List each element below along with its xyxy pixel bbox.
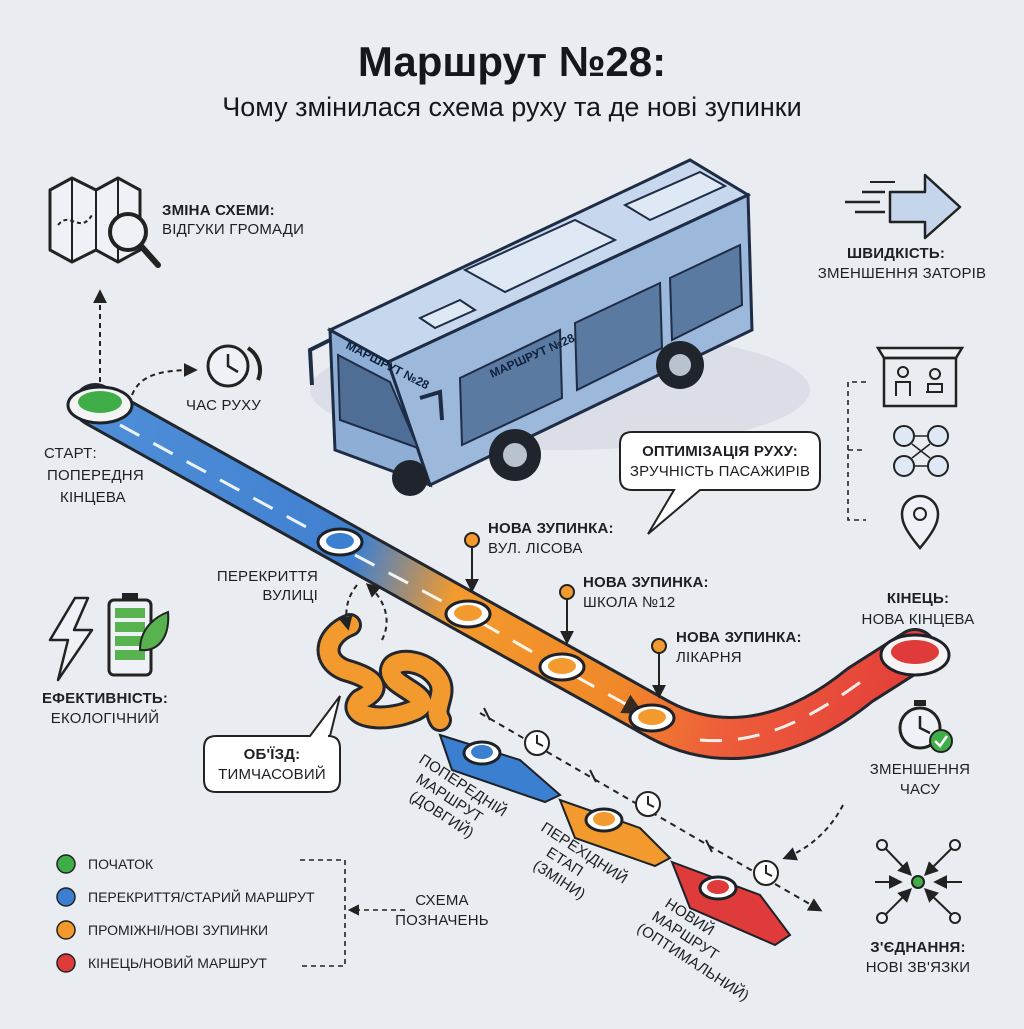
- connections-title: З'ЄДНАННЯ:: [870, 939, 965, 956]
- lightning-icon: [48, 596, 94, 682]
- connections-text: НОВІ ЗВ'ЯЗКИ: [866, 959, 971, 976]
- clock-icon: [524, 730, 550, 756]
- time-reduction-title: ЗМЕНШЕННЯ: [870, 761, 970, 778]
- stop-closure[interactable]: [316, 527, 364, 557]
- stop-lisova-text: ВУЛ. ЛІСОВА: [488, 540, 583, 557]
- detour-title: ОБ'ЇЗД:: [244, 746, 301, 763]
- svg-text:ПРОМІЖНІ/НОВІ ЗУПИНКИ: ПРОМІЖНІ/НОВІ ЗУПИНКИ: [88, 922, 268, 938]
- efficiency-text: ЕКОЛОГІЧНИЙ: [51, 709, 159, 727]
- pin-school: [559, 584, 575, 645]
- detour-callout: ОБ'ЇЗД: ТИМЧАСОВИЙ: [203, 695, 341, 793]
- stage-transition: [558, 798, 672, 868]
- stop-hospital-title: НОВА ЗУПИНКА:: [676, 629, 802, 646]
- stop-hospital-text: ЛІКАРНЯ: [676, 649, 742, 666]
- scheme-change-text: ВІДГУКИ ГРОМАДИ: [162, 221, 304, 238]
- bus-illustration: МАРШРУТ №28 МАРШРУТ №28: [307, 158, 810, 496]
- stop-start[interactable]: [66, 385, 134, 425]
- end-title: КІНЕЦЬ:: [887, 590, 949, 607]
- time-reduction-text: ЧАСУ: [900, 781, 941, 798]
- detour-text: ТИМЧАСОВИЙ: [218, 765, 326, 783]
- closure-text: ВУЛИЦІ: [262, 587, 318, 604]
- svg-text:КІНЕЦЬ/НОВИЙ МАРШРУТ: КІНЕЦЬ/НОВИЙ МАРШРУТ: [88, 954, 267, 971]
- optimization-callout: ОПТИМІЗАЦІЯ РУХУ: ЗРУЧНІСТЬ ПАСАЖИРІВ: [619, 431, 821, 535]
- pin-lisova: [464, 532, 480, 593]
- legend: ПОЧАТОК ПЕРЕКРИТТЯ/СТАРИЙ МАРШРУТ ПРОМІЖ…: [56, 854, 489, 973]
- location-pin-icon: [900, 494, 940, 550]
- legend-item-new-route: КІНЕЦЬ/НОВИЙ МАРШРУТ: [56, 953, 267, 973]
- stop-end[interactable]: [879, 633, 951, 677]
- svg-text:ПОЧАТОК: ПОЧАТОК: [88, 856, 154, 872]
- start-title: СТАРТ:: [44, 445, 97, 462]
- stop-lisova-title: НОВА ЗУПИНКА:: [488, 520, 614, 537]
- speed-title: ШВИДКІСТЬ:: [847, 245, 945, 262]
- stop-hospital[interactable]: [628, 703, 676, 733]
- page-subtitle: Чому змінилася схема руху та де нові зуп…: [222, 92, 801, 122]
- start-line-1: ПОПЕРЕДНЯ: [47, 467, 144, 484]
- legend-item-old-route: ПЕРЕКРИТТЯ/СТАРИЙ МАРШРУТ: [56, 887, 315, 907]
- map-search-icon: [48, 176, 161, 268]
- fast-arrow-icon: [845, 173, 962, 240]
- legend-item-start: ПОЧАТОК: [56, 854, 154, 874]
- travel-time-label: ЧАС РУХУ: [186, 397, 261, 414]
- clock-icon: [753, 860, 779, 886]
- eco-battery-icon: [107, 593, 170, 677]
- clock-icon: [635, 791, 661, 817]
- detour-path: [316, 583, 454, 732]
- stopwatch-check-icon: [898, 700, 953, 753]
- efficiency-title: ЕФЕКТИВНІСТЬ:: [42, 690, 168, 707]
- stop-school-title: НОВА ЗУПИНКА:: [583, 574, 709, 591]
- legend-item-new-stops: ПРОМІЖНІ/НОВІ ЗУПИНКИ: [56, 920, 268, 940]
- scheme-change-title: ЗМІНА СХЕМИ:: [162, 202, 275, 219]
- connections-icon: [875, 839, 962, 924]
- end-text: НОВА КІНЦЕВА: [862, 611, 975, 628]
- pin-hospital: [651, 638, 667, 699]
- legend-caption-1: СХЕМА: [415, 892, 469, 909]
- start-line-2: КІНЦЕВА: [60, 489, 126, 506]
- optimization-title: ОПТИМІЗАЦІЯ РУХУ:: [642, 443, 798, 460]
- legend-caption-2: ПОЗНАЧЕНЬ: [395, 912, 489, 929]
- stage-new: [670, 860, 792, 947]
- bus-shelter-icon: [875, 346, 965, 408]
- page-title: Маршрут №28:: [358, 38, 666, 85]
- main-route: [73, 383, 937, 761]
- stop-school[interactable]: [538, 652, 586, 682]
- timeline: [479, 707, 823, 912]
- svg-text:ПЕРЕКРИТТЯ/СТАРИЙ МАРШРУТ: ПЕРЕКРИТТЯ/СТАРИЙ МАРШРУТ: [88, 888, 315, 905]
- stop-lisova[interactable]: [444, 599, 492, 629]
- stopwatch-icon: [206, 344, 262, 388]
- closure-title: ПЕРЕКРИТТЯ: [217, 568, 318, 585]
- stop-school-text: ШКОЛА №12: [583, 594, 675, 611]
- optimization-text: ЗРУЧНІСТЬ ПАСАЖИРІВ: [630, 463, 810, 480]
- network-icon: [893, 425, 949, 477]
- speed-text: ЗМЕНШЕННЯ ЗАТОРІВ: [818, 265, 986, 282]
- stage-previous: [438, 733, 562, 804]
